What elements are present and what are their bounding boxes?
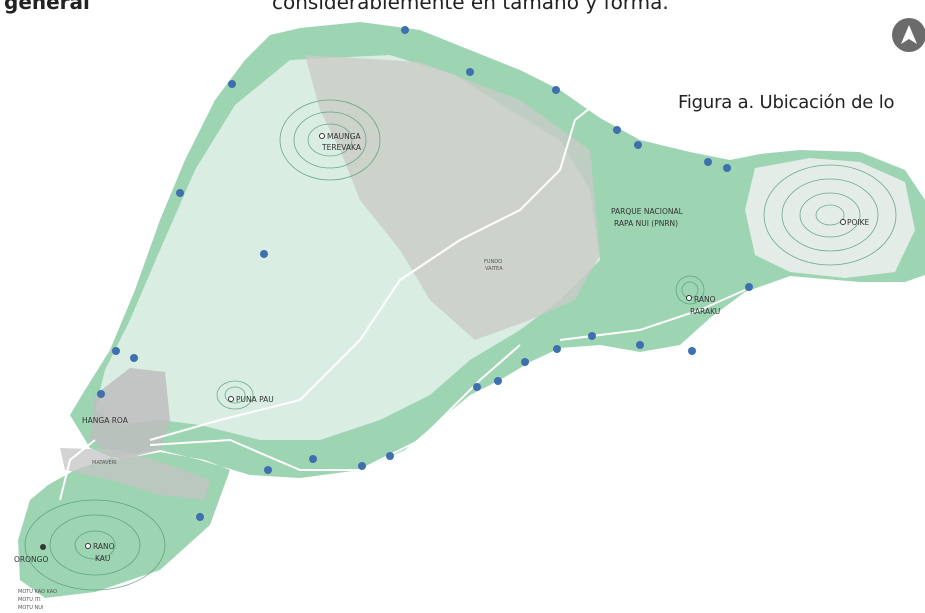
marker [97,390,105,398]
hanga-roa-town [90,368,170,460]
label-fundo-vaitea-1: FUNDO [484,259,502,265]
marker [228,80,236,88]
label-hanga-roa: HANGA ROA [82,416,129,425]
marker [613,126,621,134]
north-arrow-icon [892,18,925,52]
marker [473,383,481,391]
orongo-marker [40,544,46,550]
marker [745,283,753,291]
label-orongo: ORONGO [14,555,48,564]
label-islet-3: MOTU NUI [18,605,43,611]
marker [309,455,317,463]
label-rano-kau-2: KAU [95,554,110,563]
contour-lines [24,99,897,591]
marker [401,26,409,34]
marker [634,141,642,149]
label-rano-raraku-2: RARAKU [690,307,720,316]
label-maunga-terevaka-1: MAUNGA [327,132,362,141]
site-markers [97,26,753,521]
poike-area [745,158,915,278]
label-puna-pau: PUNA PAU [236,395,274,404]
label-rano-raraku-1: RANO [694,295,716,304]
header-right-text: considerablemente en tamaño y forma. [272,0,669,14]
marker [466,68,474,76]
marker [588,332,596,340]
label-maunga-terevaka-2: TEREVAKA [321,143,362,152]
label-rano-kau-1: RANO [93,542,115,551]
marker [264,466,272,474]
marker [386,452,394,460]
place-dots [85,133,846,549]
roads [59,99,746,501]
label-fundo-vaitea-2: VAITEA [485,266,503,272]
header-left-word: general [4,0,90,14]
marker [553,345,561,353]
label-mataveri: MATAVERI [92,460,117,466]
marker [196,513,204,521]
label-islet-1: MOTU KAO KAO [18,589,57,595]
marker [704,158,712,166]
marker [552,86,560,94]
marker [688,347,696,355]
marker [358,462,366,470]
marker [494,377,502,385]
label-parque-nacional-1: PARQUE NACIONAL [611,207,684,216]
figure-caption: Figura a. Ubicación de lo [678,92,895,113]
label-poike: POIKE [847,218,870,227]
fundo-vaitea-area [305,55,600,340]
label-islet-2: MOTU ITI [18,597,41,603]
marker [130,354,138,362]
marker [176,189,184,197]
label-parque-nacional-2: RAPA NUI (PNRN) [614,219,678,228]
mataveri-area [60,448,210,500]
marker [260,250,268,258]
marker [521,358,529,366]
marker [112,347,120,355]
marker [723,164,731,172]
marker [636,341,644,349]
